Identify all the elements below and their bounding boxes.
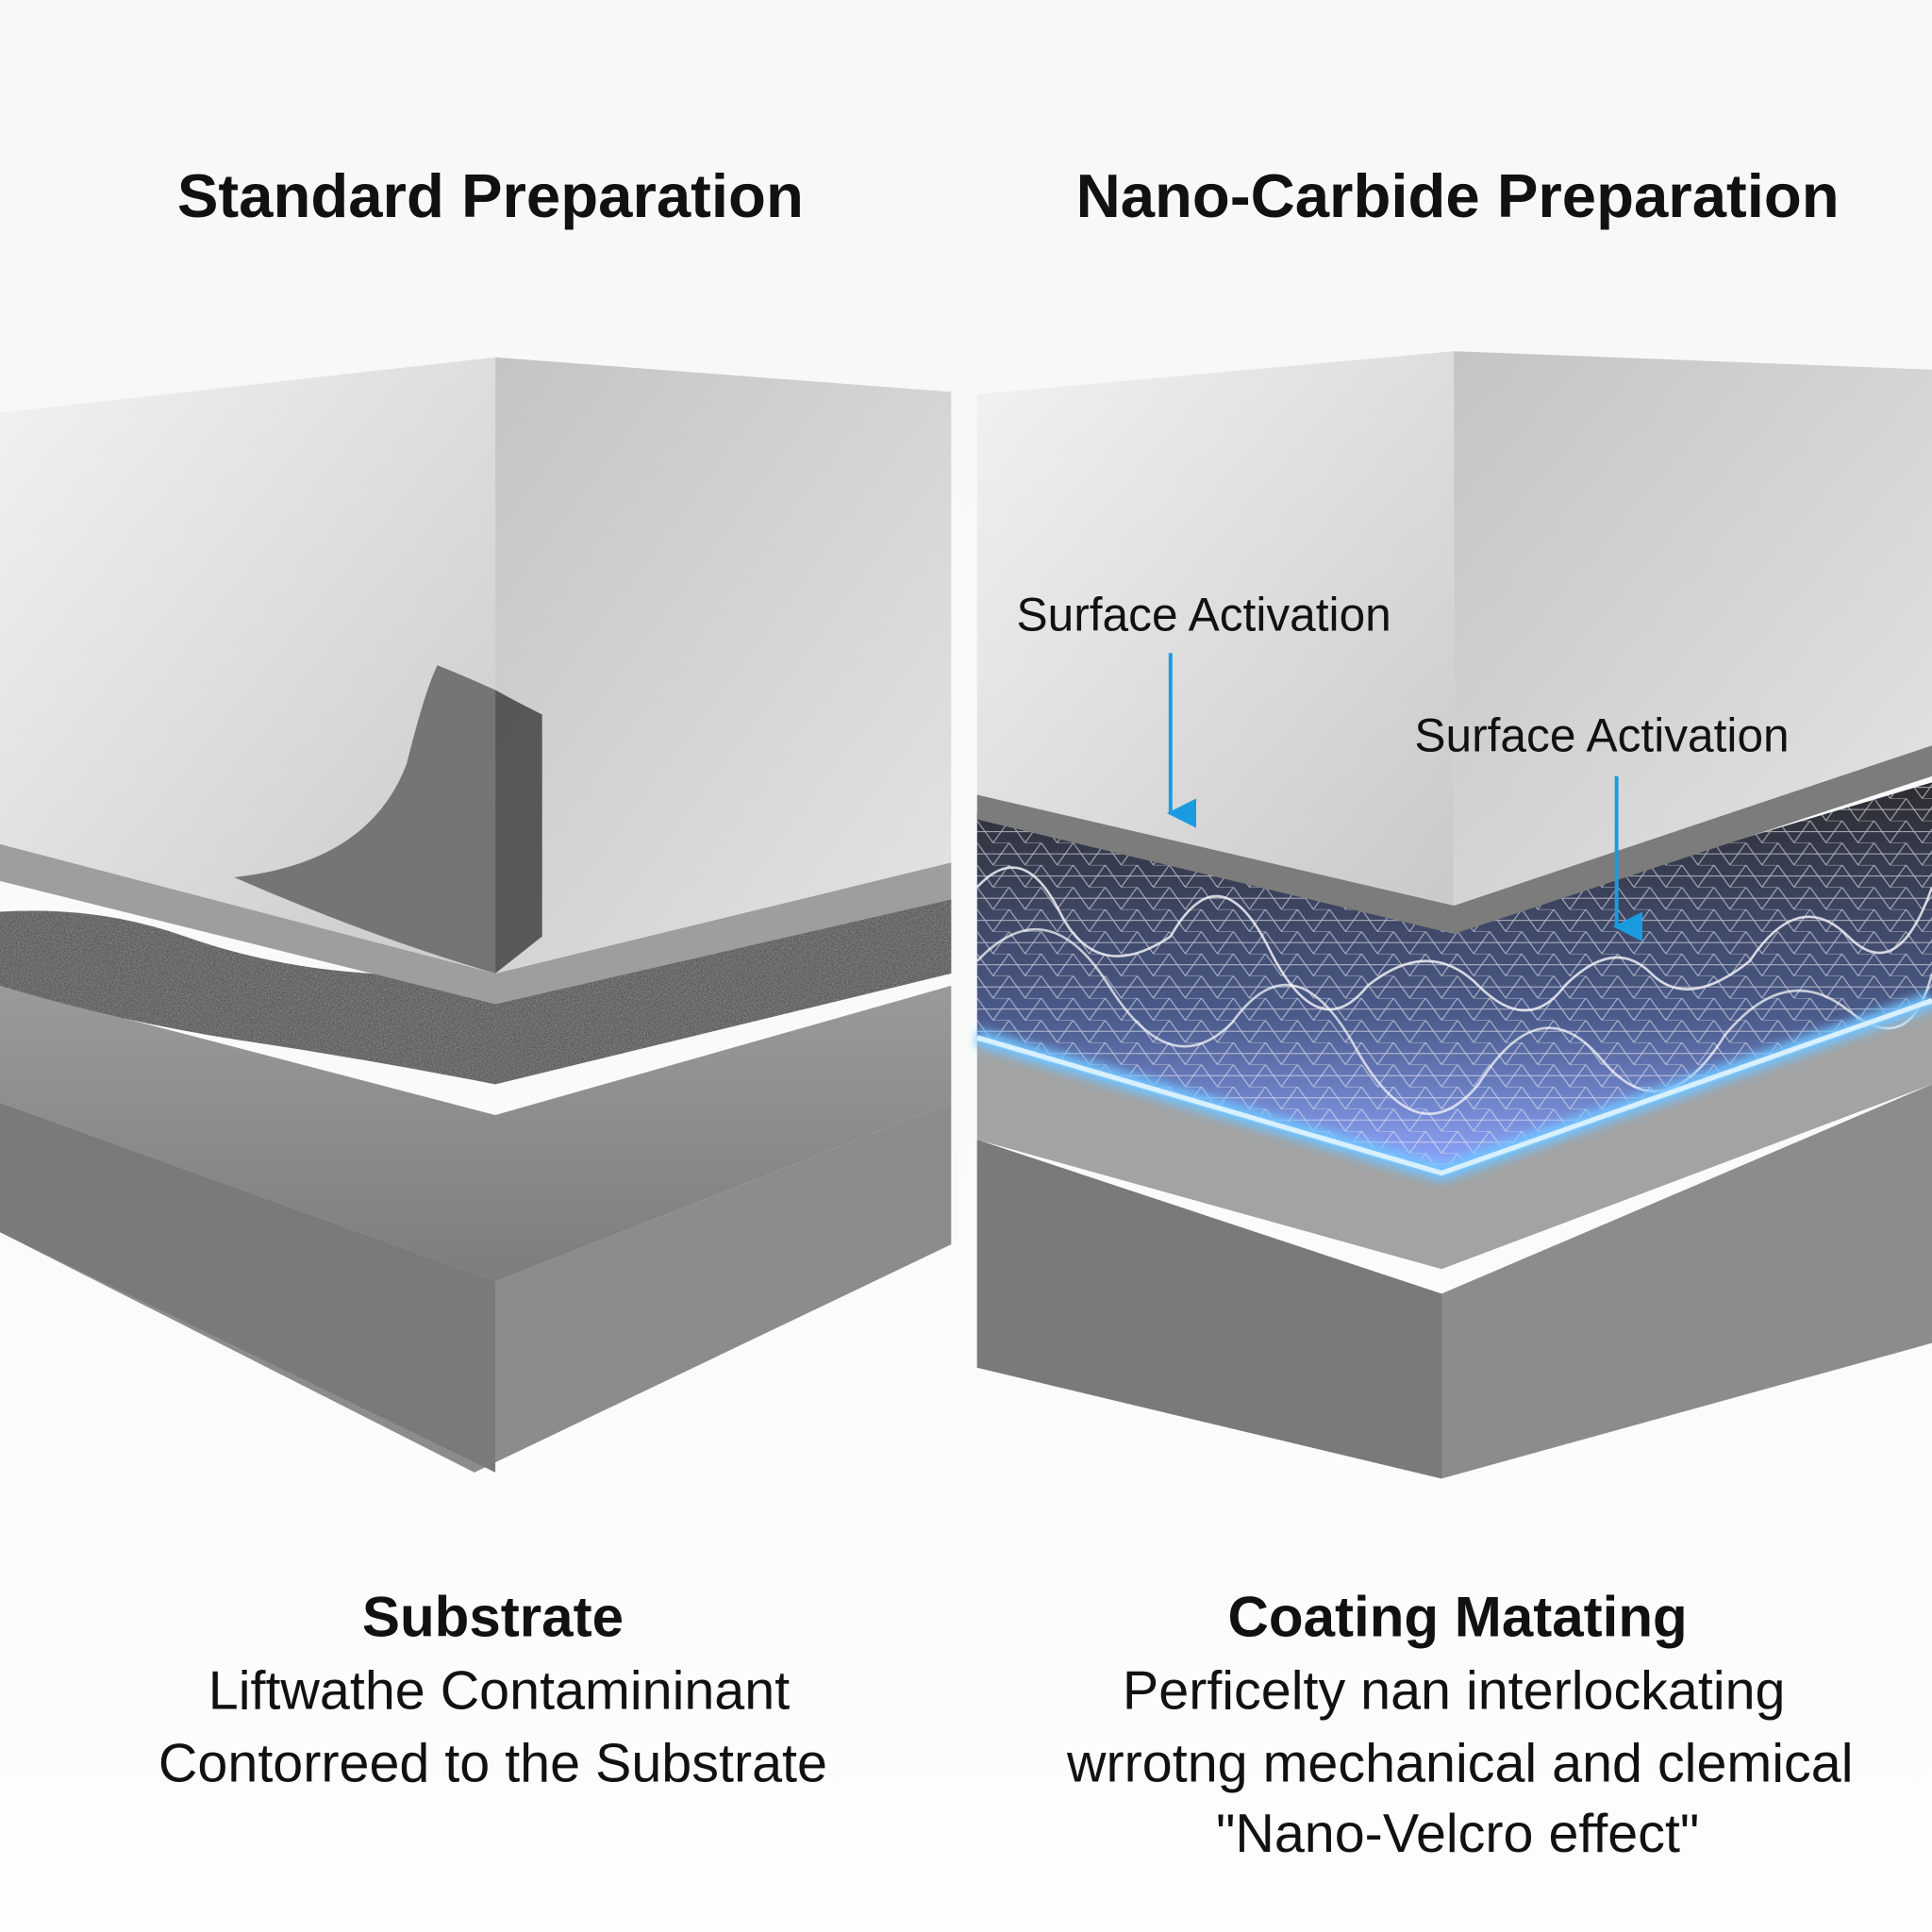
substrate-layer — [0, 985, 952, 1282]
right-title: Nano-Carbide Preparation — [1076, 161, 1840, 230]
coating-layer — [976, 1004, 1932, 1270]
thin-film-layer — [0, 843, 952, 1005]
standard-preparation-panel: Standard Preparation Substrate Liftwathe… — [0, 161, 952, 1794]
left-title: Standard Preparation — [177, 161, 804, 230]
mesh-ridge — [975, 928, 1932, 1116]
peeling-film-shadow — [495, 690, 542, 974]
upper-block-right-face — [495, 357, 952, 974]
upper-block-right-face — [1454, 351, 1932, 907]
upper-block-bottom-edge — [976, 745, 1932, 935]
right-caption-line: Perficelty nan interlockating — [1123, 1661, 1786, 1722]
left-caption-heading: Substrate — [362, 1586, 624, 1649]
base-slab-left-face — [976, 1140, 1442, 1479]
upper-block-left-face — [0, 357, 496, 974]
surface-activation-label: Surface Activation — [1414, 709, 1789, 762]
right-caption-heading: Coating Matating — [1228, 1586, 1688, 1649]
left-caption-line: Contorreed to the Substrate — [158, 1734, 827, 1794]
surface-activation-label: Surface Activation — [1017, 589, 1391, 641]
base-slab-left-face — [0, 1102, 496, 1473]
nano-carbide-preparation-panel: Nano-Carbide Preparation Surface Activat… — [974, 161, 1932, 1864]
right-caption-line: "Nano-Velcro effect" — [1216, 1804, 1699, 1864]
right-caption-line: wrrotng mechanical and clemical — [1066, 1734, 1853, 1794]
upper-block-left-face — [976, 351, 1455, 907]
interface-line — [976, 998, 1932, 1176]
left-caption-line: Liftwathe Contamininant — [208, 1661, 790, 1722]
mesh-ridge — [975, 866, 1932, 1012]
peeling-film — [234, 665, 496, 974]
